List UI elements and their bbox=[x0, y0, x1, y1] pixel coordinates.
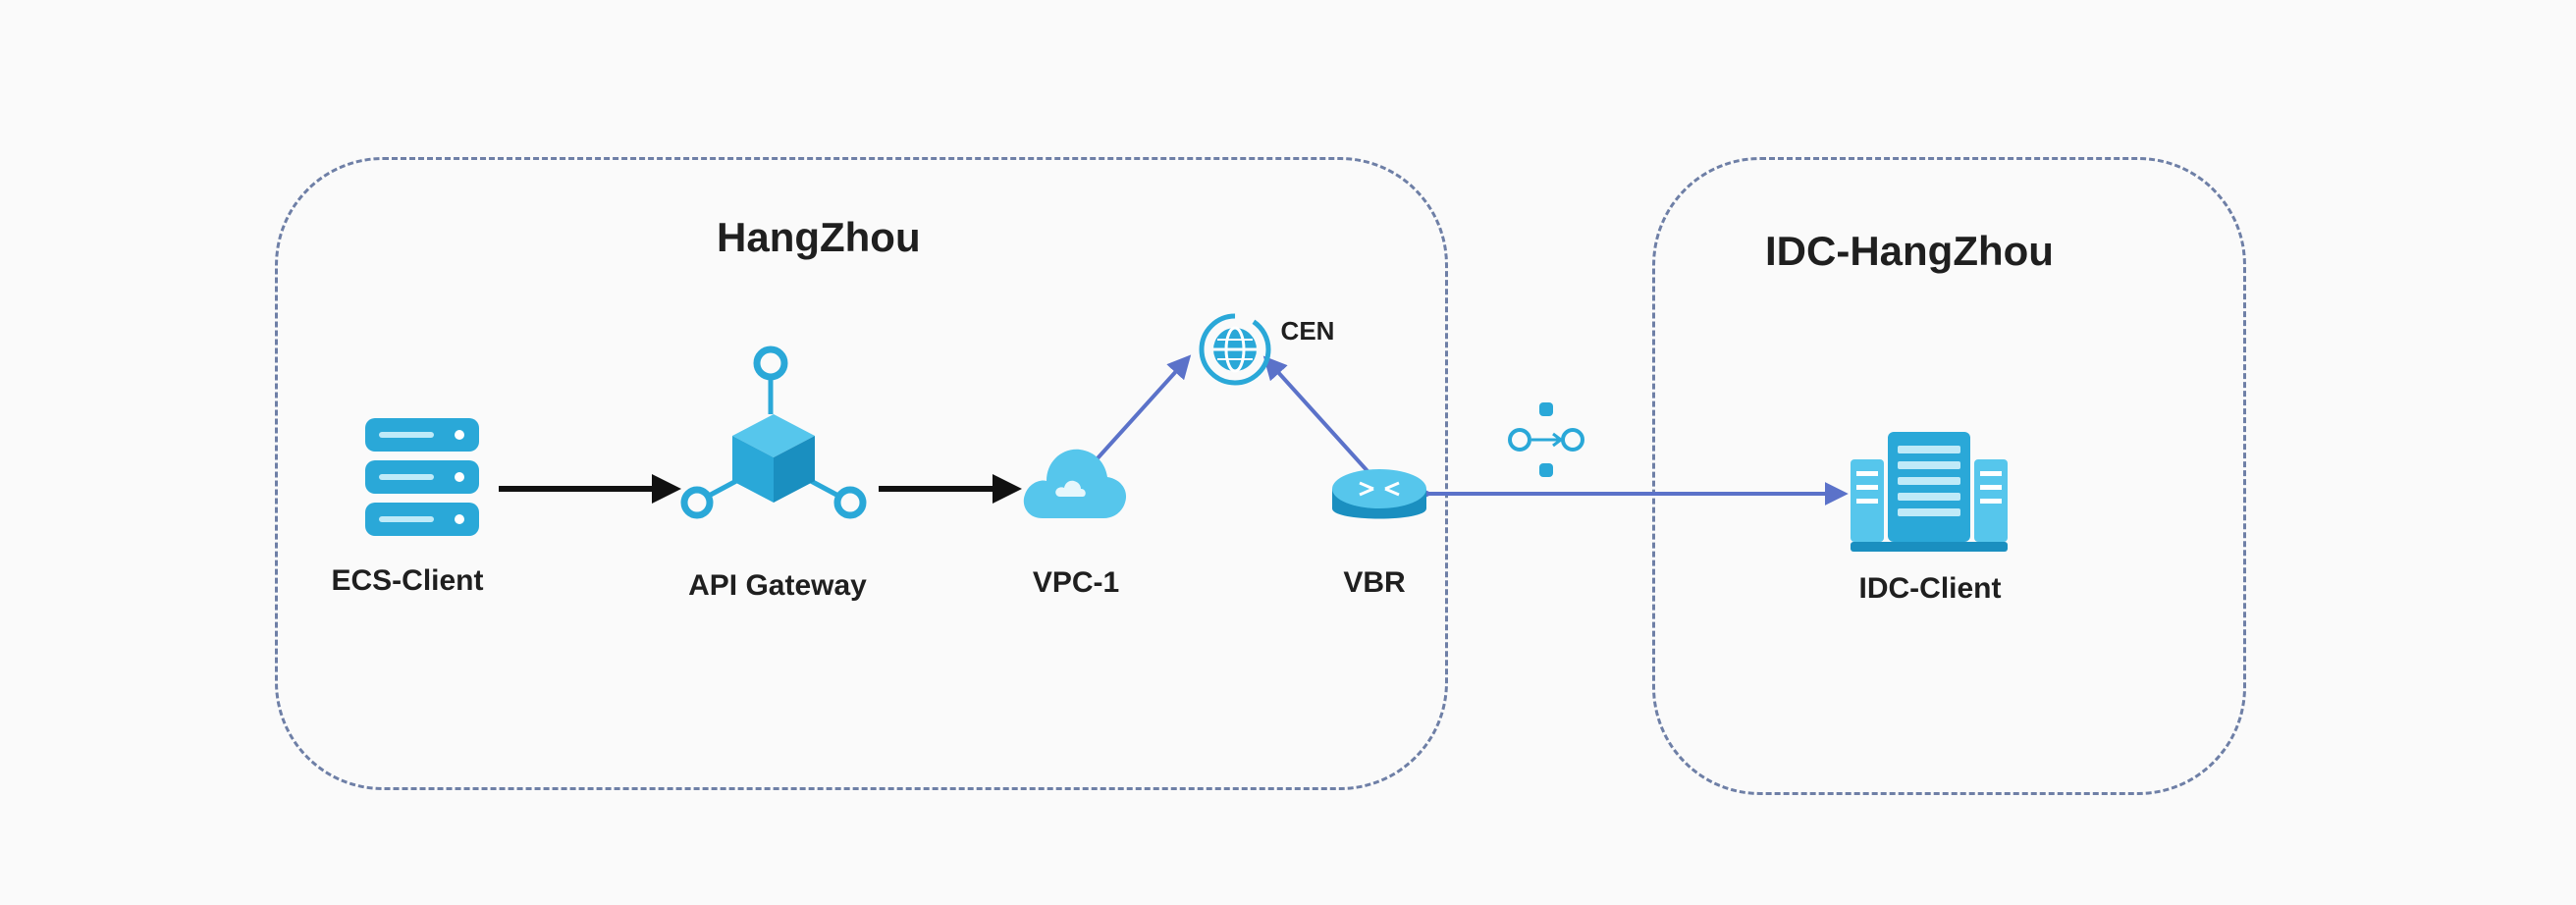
globe-icon bbox=[1199, 313, 1271, 386]
router-icon bbox=[1332, 469, 1426, 519]
region-idc-hangzhou bbox=[1652, 157, 2246, 795]
arrow-vpc-to-cen bbox=[1086, 354, 1192, 471]
region-idc-hangzhou-title: IDC-HangZhou bbox=[1765, 228, 2054, 274]
node-label-vpc-1: VPC-1 bbox=[1032, 566, 1120, 599]
arrow-vbr-to-cen bbox=[1262, 355, 1369, 473]
node-label-vbr: VBR bbox=[1343, 566, 1406, 599]
node-label-api-gateway: API Gateway bbox=[688, 569, 867, 602]
node-label-ecs-client: ECS-Client bbox=[331, 564, 484, 597]
data-center-icon bbox=[1851, 432, 2008, 552]
node-label-cen: CEN bbox=[1280, 316, 1335, 346]
region-hangzhou bbox=[275, 157, 1448, 790]
cloud-icon bbox=[1023, 449, 1127, 518]
server-stack-icon bbox=[365, 418, 479, 536]
api-gateway-icon bbox=[680, 346, 867, 519]
region-hangzhou-title: HangZhou bbox=[717, 214, 921, 260]
express-connect-icon bbox=[1508, 402, 1584, 477]
node-label-idc-client: IDC-Client bbox=[1858, 572, 2002, 605]
